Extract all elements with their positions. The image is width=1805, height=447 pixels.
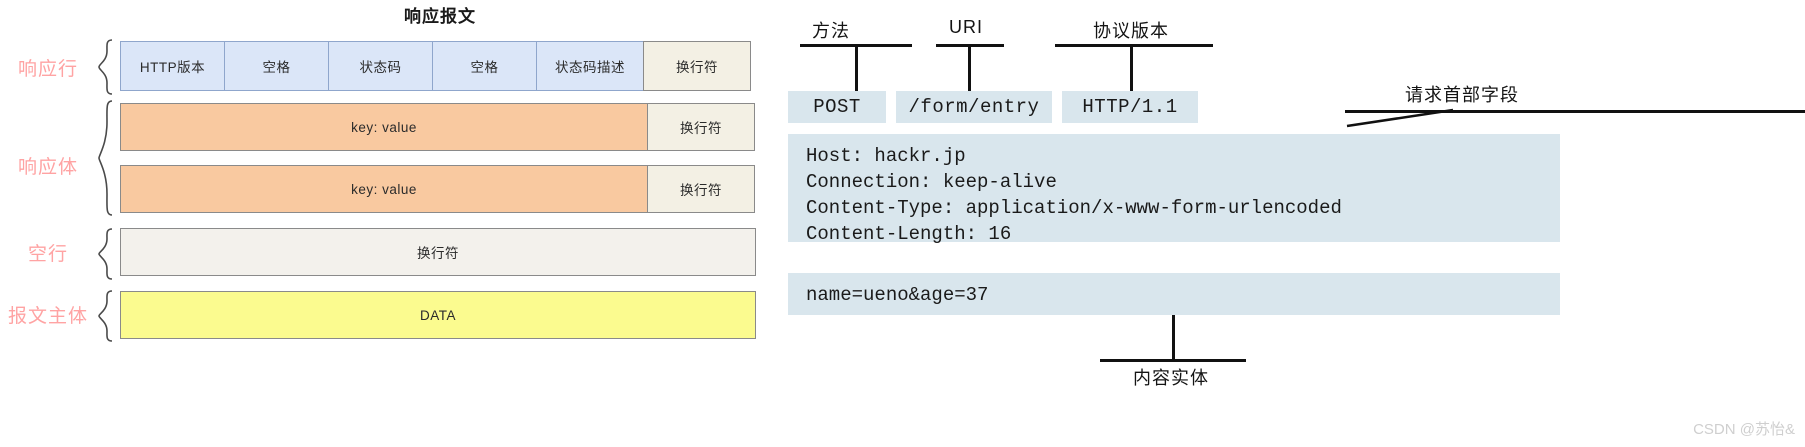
request-body-block: name=ueno&age=37 — [788, 273, 1560, 315]
cell-status-code: 状态码 — [328, 41, 433, 91]
annotation-header-rule — [1345, 110, 1805, 113]
label-response-line: 响应行 — [18, 59, 79, 80]
label-blank-line: 空行 — [28, 244, 69, 265]
annotation-protocol-version: 协议版本 — [1093, 21, 1169, 41]
annotation-content-entity: 内容实体 — [1133, 368, 1209, 388]
table-row: HTTP版本 空格 状态码 空格 状态码描述 换行符 — [120, 41, 751, 91]
brace-message-body — [95, 290, 115, 342]
request-version-box: HTTP/1.1 — [1062, 91, 1198, 123]
annotation-method-stem — [855, 44, 858, 91]
cell-newline-blank: 换行符 — [120, 228, 756, 276]
request-method-box: POST — [788, 91, 886, 123]
request-uri-box: /form/entry — [896, 91, 1052, 123]
annotation-uri: URI — [949, 17, 983, 37]
cell-status-text: 状态码描述 — [536, 41, 644, 91]
annotation-uri-stem — [968, 44, 971, 91]
cell-newline-1: 换行符 — [643, 41, 751, 91]
cell-newline-2: 换行符 — [647, 103, 755, 151]
annotation-entity-stem — [1172, 315, 1175, 361]
cell-http-version: HTTP版本 — [120, 41, 225, 91]
annotation-version-stem — [1130, 44, 1133, 91]
cell-data: DATA — [120, 291, 756, 339]
annotation-version-rule — [1055, 44, 1213, 47]
table-row: 换行符 — [120, 228, 756, 276]
request-headers-block: Host: hackr.jp Connection: keep-alive Co… — [788, 134, 1560, 245]
annotation-request-header-fields: 请求首部字段 — [1405, 85, 1519, 105]
cell-key-value-2: key: value — [120, 165, 648, 213]
left-diagram-title: 响应报文 — [404, 7, 476, 26]
annotation-entity-rule — [1100, 359, 1246, 362]
cell-key-value-1: key: value — [120, 103, 648, 151]
cell-space-2: 空格 — [432, 41, 537, 91]
label-response-body: 响应体 — [18, 157, 79, 178]
brace-response-body — [95, 100, 115, 216]
annotation-method: 方法 — [812, 21, 850, 41]
csdn-watermark: CSDN @苏怡& — [1693, 421, 1795, 438]
cell-space-1: 空格 — [224, 41, 329, 91]
cell-newline-3: 换行符 — [647, 165, 755, 213]
table-row: DATA — [120, 291, 756, 339]
table-row: key: value 换行符 — [120, 165, 755, 213]
label-message-body: 报文主体 — [8, 306, 89, 327]
brace-blank-line — [95, 228, 115, 280]
brace-response-line — [95, 39, 115, 95]
annotation-header-leader — [1345, 100, 1455, 128]
table-row: key: value 换行符 — [120, 103, 755, 151]
